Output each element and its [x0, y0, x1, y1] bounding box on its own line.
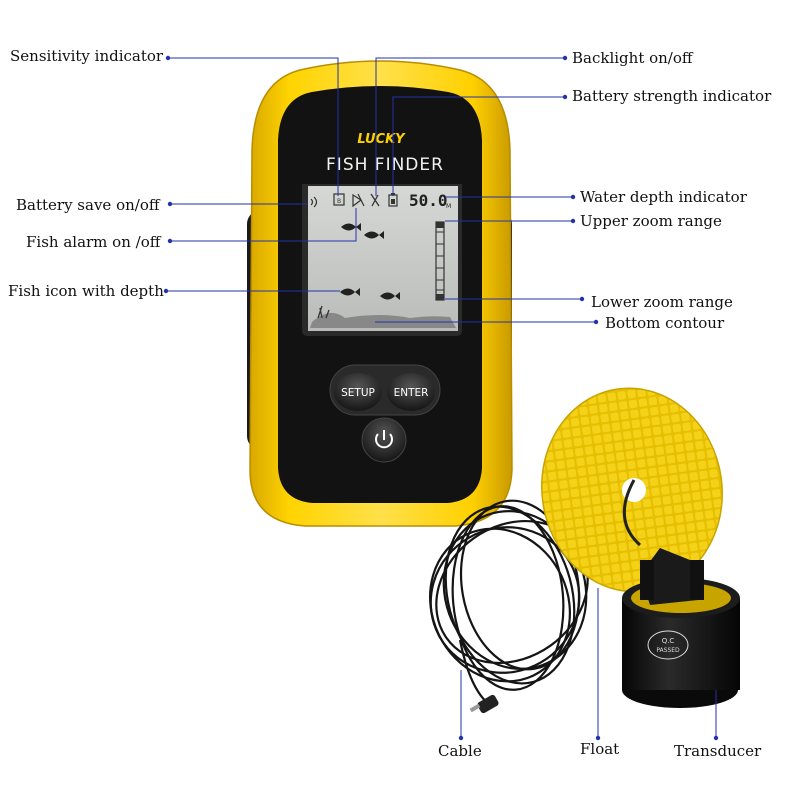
fish-alarm-icon: [352, 193, 365, 208]
callout-cable: Cable: [438, 742, 482, 760]
callout-upper-zoom: Upper zoom range: [580, 212, 722, 230]
battery-save-icon: B: [333, 193, 345, 206]
pointer-lines: [166, 57, 717, 738]
float-disc: [541, 387, 723, 593]
fish-icon: [380, 292, 400, 300]
callout-battery-save: Battery save on/off: [16, 196, 160, 214]
callout-fish-icon: Fish icon with depth: [8, 282, 164, 300]
qc-badge-line2: PASSED: [656, 647, 680, 654]
callout-float: Float: [580, 740, 620, 758]
fish-icon: [340, 288, 360, 296]
pointer-dots: [163, 55, 719, 741]
svg-text:B: B: [337, 198, 341, 205]
callout-battery-strength: Battery strength indicator: [572, 87, 772, 105]
callout-backlight: Backlight on/off: [572, 49, 693, 67]
fish-icon: [341, 223, 361, 231]
callout-transducer: Transducer: [674, 742, 762, 760]
fish-icon: [364, 231, 384, 239]
depth-reading: 50.0: [409, 191, 448, 210]
callout-sensitivity: Sensitivity indicator: [10, 47, 164, 65]
cable-plug: [469, 694, 499, 714]
callout-lower-zoom: Lower zoom range: [591, 293, 733, 311]
product-title: FISH FINDER: [326, 155, 444, 175]
transducer-unit: Q.C PASSED: [622, 548, 740, 708]
brand-logo: LUCKY: [357, 132, 406, 147]
zoom-range-bar: [435, 221, 445, 301]
qc-badge-line1: Q.C: [662, 637, 675, 645]
power-button[interactable]: [361, 417, 407, 463]
fish-finder-device: LUCKY FISH FINDER B: [247, 60, 513, 527]
enter-label: ENTER: [394, 387, 429, 399]
qc-badge: Q.C PASSED: [647, 630, 689, 660]
enter-button[interactable]: ENTER: [387, 373, 435, 411]
sensitivity-icon: [310, 196, 318, 208]
lcd-screen: B 50.0 M: [302, 184, 462, 336]
callout-fish-alarm: Fish alarm on /off: [26, 233, 161, 251]
backlight-icon: [370, 193, 380, 207]
cable-coil: [429, 499, 589, 706]
depth-unit: M: [446, 203, 451, 210]
setup-button[interactable]: SETUP: [334, 373, 382, 411]
power-icon: [375, 430, 393, 449]
callout-bottom-contour: Bottom contour: [605, 314, 725, 332]
bottom-contour: [310, 305, 456, 328]
callout-water-depth: Water depth indicator: [580, 188, 747, 206]
setup-label: SETUP: [341, 387, 375, 399]
